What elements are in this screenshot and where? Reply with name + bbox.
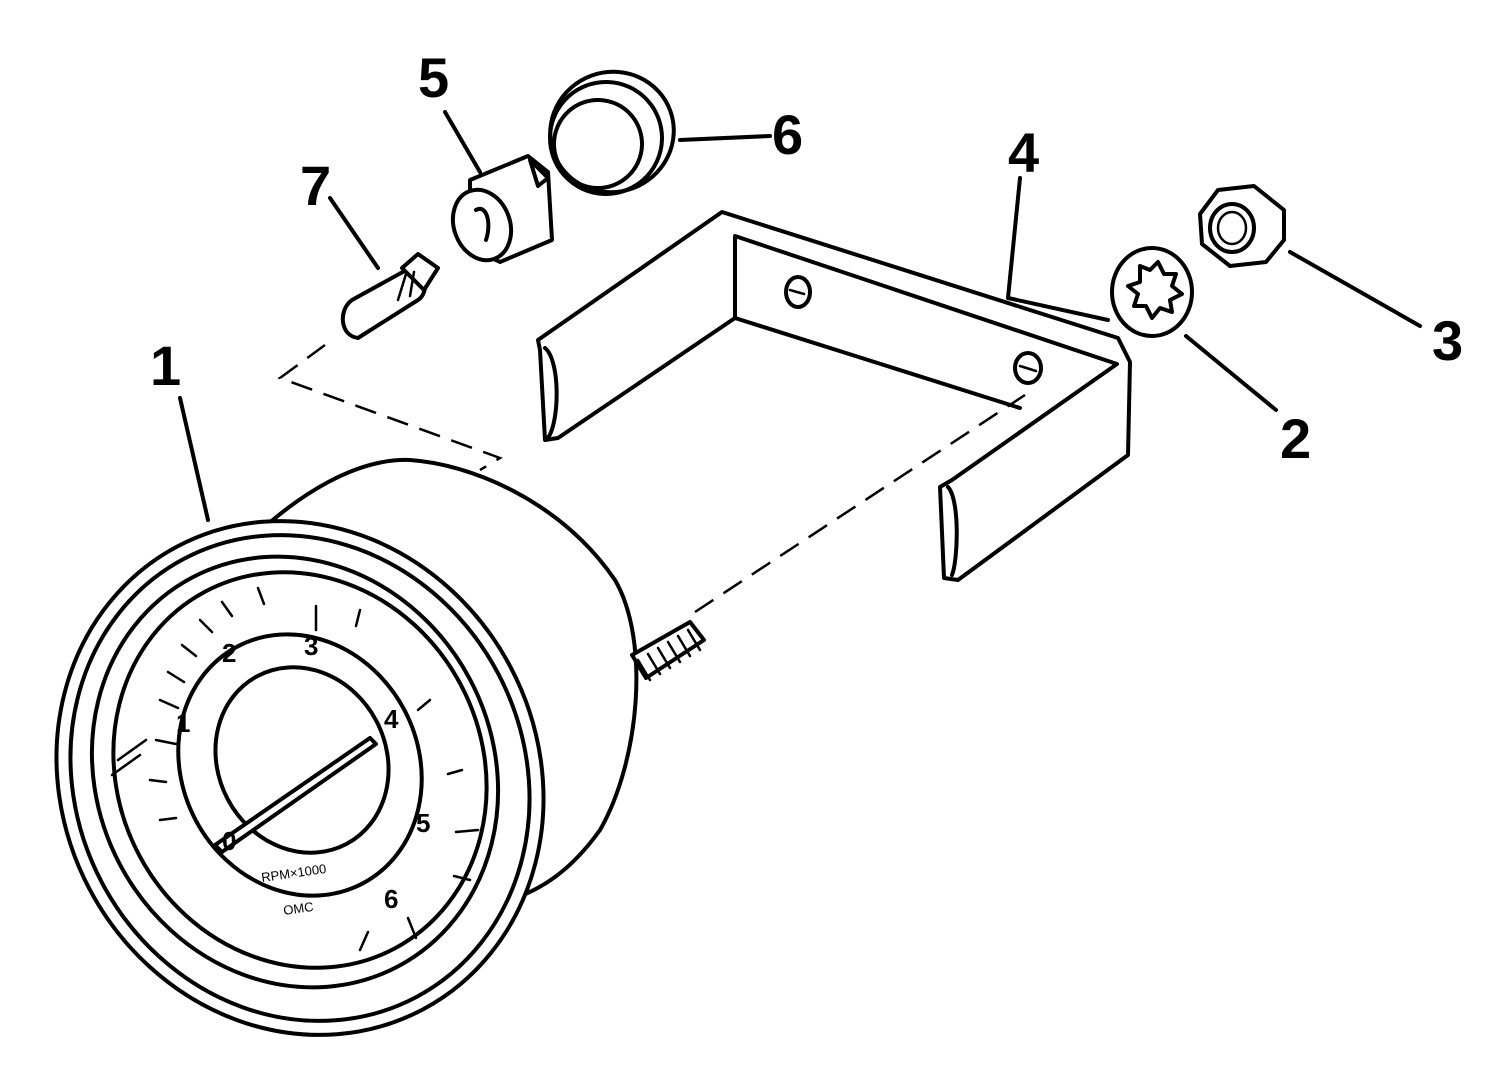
callout-leader-lines (178, 110, 1422, 522)
part-2-lock-washer (1110, 246, 1194, 338)
callout-5: 5 (418, 46, 449, 109)
part-3-hex-nut (1198, 184, 1286, 268)
tachometer-needle (213, 736, 378, 854)
callout-3: 3 (1432, 309, 1463, 372)
dial-number-6: 6 (384, 884, 398, 914)
dial-number-1: 1 (176, 708, 190, 738)
part-7-bulb (341, 252, 440, 340)
threaded-stud (630, 620, 706, 682)
dial-number-3: 3 (304, 631, 318, 661)
dial-number-2: 2 (222, 638, 236, 668)
callout-6: 6 (772, 103, 803, 166)
callout-7: 7 (300, 154, 331, 217)
dial-number-4: 4 (384, 704, 399, 734)
callout-1: 1 (150, 334, 181, 397)
dial-number-5: 5 (416, 808, 430, 838)
part-5-bulb-socket (450, 154, 554, 264)
callout-4: 4 (1008, 121, 1039, 184)
part-6-grommet (548, 69, 676, 196)
callout-2: 2 (1280, 407, 1311, 470)
assembly-guide-lines (277, 343, 1026, 614)
part-1-tachometer: 0 1 2 3 4 5 6 RPM×1000 OMC (54, 457, 706, 1037)
dial-number-0: 0 (222, 826, 236, 856)
dial-brand-text: OMC (282, 899, 314, 918)
part-4-mounting-bracket (536, 210, 1132, 582)
